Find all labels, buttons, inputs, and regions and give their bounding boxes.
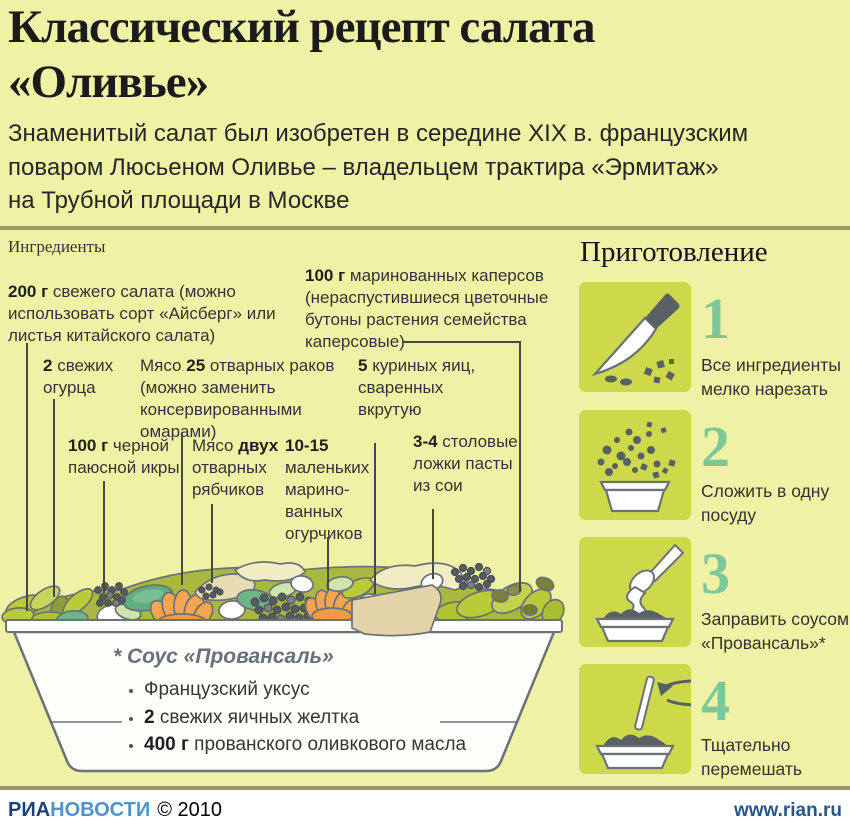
sauce-item: Французский уксус [144, 676, 466, 704]
callout-line-capers-vertical [519, 341, 521, 592]
sauce-item: 400 г прованского оливкового масла [144, 731, 466, 759]
footer: РИАНОВОСТИ© 2010 www.rian.ru [0, 790, 850, 829]
footer-divider [0, 786, 850, 790]
preparation-heading: Приготовление [580, 236, 768, 268]
step-tile-4 [579, 664, 734, 774]
callout-line-eggs [374, 443, 376, 594]
callout-line-lettuce [26, 343, 28, 611]
header-divider [0, 226, 850, 230]
ingredient-label-eggs: 5 куриных яиц, сваренных вкрутую [358, 356, 476, 419]
callout-line-crayfish [181, 433, 183, 585]
sauce-list: Французский уксус 2 свежих яичных желтка… [128, 676, 466, 759]
callout-line-caviar [103, 481, 105, 593]
step-tile-1 [579, 282, 691, 392]
step-label-1: Все ингредиенты мелко нарезать [701, 355, 841, 399]
callout-line-hazel-grouse [211, 504, 213, 583]
page-title: Классический рецепт салата «Оливье» [8, 1, 596, 108]
ingredients-heading: Ингредиенты [8, 237, 106, 256]
stir-icon [595, 675, 734, 770]
ingredient-label-gherkins: 10-15 маленьких марино-ванных огурчиков [285, 436, 370, 543]
page-subtitle: Знаменитый салат был изобретен в середин… [8, 120, 749, 214]
ingredient-label-soy-paste: 3-4 столовые ложки пасты из сои [413, 432, 518, 495]
ingredient-label-crayfish: Мясо 25 отварных раков (можно заменить к… [140, 356, 335, 441]
step-label-3: Заправить соусом «Провансаль»* [701, 609, 850, 653]
step-number-1: 1 [701, 286, 730, 351]
ingredient-label-lettuce: 200 г свежего салата (можно использовать… [8, 282, 276, 345]
step-label-4: Тщательно перемешать [701, 735, 802, 779]
sauce-item: 2 свежих яичных желтка [144, 704, 466, 732]
sauce-title: * Соус «Провансаль» [113, 645, 334, 668]
callout-line-capers-horizontal [402, 341, 521, 343]
copyright: © 2010 [157, 799, 223, 821]
step-label-2: Сложить в одну посуду [701, 481, 830, 525]
step-tile-3 [579, 537, 691, 647]
combine-bowl-icon [597, 421, 676, 513]
site-url: www.rian.ru [733, 800, 842, 821]
salad-bowl-illustration [1, 561, 565, 773]
knife-icon [591, 293, 680, 386]
ingredient-label-hazel-grouse: Мясо двух отварных рябчиков [192, 436, 279, 499]
sauce-spoon-icon [595, 543, 685, 643]
ingredient-label-cucumbers: 2 свежих огурца [43, 356, 114, 397]
ingredient-label-capers: 100 г маринованных каперсов (нераспустив… [305, 266, 549, 351]
step-tile-2 [579, 410, 691, 520]
callout-line-gherkins [327, 537, 329, 590]
step-number-4: 4 [701, 668, 730, 733]
callout-line-cucumbers [53, 399, 55, 597]
callout-line-soy-paste [432, 509, 434, 579]
ria-novosti-logo: РИАНОВОСТИ© 2010 [8, 799, 223, 821]
step-number-2: 2 [701, 414, 730, 479]
ingredient-label-caviar: 100 г черной паюсной икры [68, 436, 180, 477]
step-number-3: 3 [701, 541, 730, 606]
